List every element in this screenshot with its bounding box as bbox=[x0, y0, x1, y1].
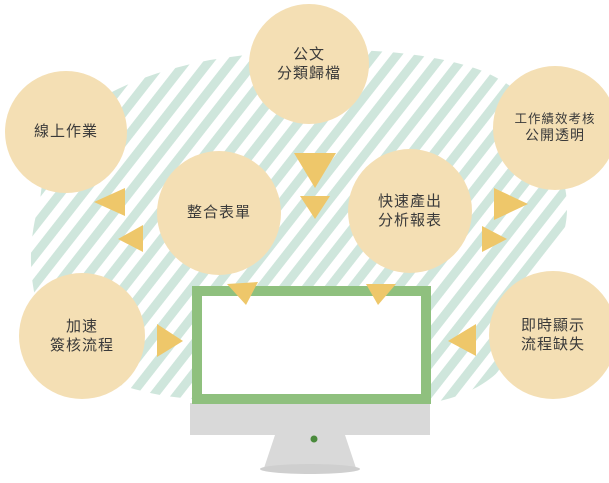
node-speed-approval-line2: 簽核流程 bbox=[49, 336, 114, 354]
node-realtime-defects-line2: 流程缺失 bbox=[520, 335, 585, 353]
striped-background bbox=[30, 49, 568, 407]
arrow-right-bottom bbox=[157, 324, 183, 357]
node-quick-report: 快速產出 分析報表 bbox=[348, 149, 472, 273]
arrow-down-right-monitor bbox=[366, 284, 396, 305]
node-archive-line1: 公文 bbox=[292, 44, 325, 63]
arrow-left-1 bbox=[94, 188, 125, 216]
node-integrate-forms-line1: 整合表單 bbox=[186, 203, 251, 222]
node-performance: 工作績效考核 公開透明 bbox=[493, 66, 609, 190]
node-realtime-defects-line1: 即時顯示 bbox=[520, 315, 585, 334]
arrow-down-1 bbox=[294, 153, 336, 188]
monitor-icon bbox=[192, 286, 431, 404]
node-speed-approval: 加速 簽核流程 bbox=[19, 273, 145, 399]
arrow-right-2 bbox=[482, 226, 507, 252]
node-online-work: 線上作業 bbox=[5, 71, 127, 193]
node-performance-line1: 工作績效考核 bbox=[514, 110, 596, 126]
node-quick-report-line2: 分析報表 bbox=[377, 211, 442, 229]
arrow-left-2 bbox=[118, 225, 143, 252]
node-integrate-forms: 整合表單 bbox=[157, 151, 281, 275]
node-realtime-defects: 即時顯示 流程缺失 bbox=[489, 271, 609, 399]
node-online-work-line1: 線上作業 bbox=[33, 122, 98, 141]
node-archive-line2: 分類歸檔 bbox=[276, 64, 341, 82]
node-archive: 公文 分類歸檔 bbox=[249, 4, 369, 124]
node-speed-approval-line1: 加速 bbox=[65, 316, 98, 335]
arrow-left-bottom bbox=[448, 324, 476, 356]
arrow-down-left-monitor bbox=[227, 282, 258, 305]
node-performance-line2: 公開透明 bbox=[525, 128, 585, 145]
arrow-down-2 bbox=[300, 196, 330, 219]
node-quick-report-line1: 快速產出 bbox=[377, 191, 442, 210]
monitor-stand bbox=[190, 403, 430, 474]
power-dot bbox=[310, 435, 318, 443]
arrow-right-1 bbox=[494, 188, 528, 220]
